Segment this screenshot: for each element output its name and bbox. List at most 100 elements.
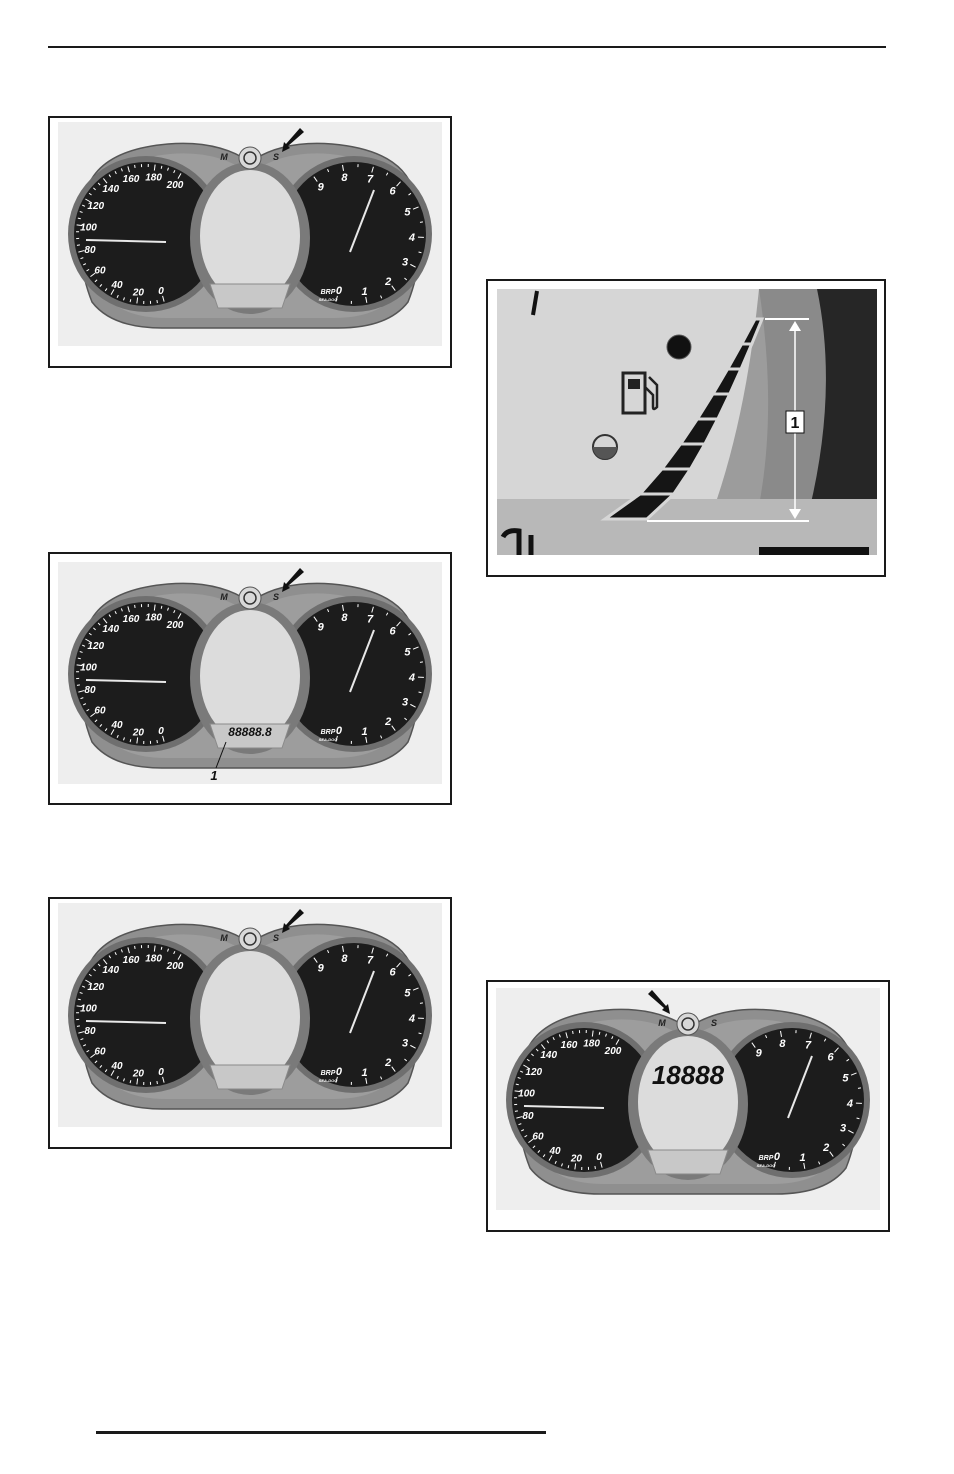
- speed-tick: [515, 1083, 519, 1086]
- speed-tick: [546, 1040, 550, 1044]
- speed-tick: [531, 1053, 534, 1057]
- speed-tick: [79, 211, 83, 213]
- speed-tick: [114, 610, 117, 615]
- speed-tick: [82, 204, 86, 207]
- speed-tick: [167, 948, 169, 952]
- rpm-tick-label: 7: [367, 613, 374, 625]
- speed-tick: [88, 192, 92, 196]
- speed-tick: [173, 951, 176, 955]
- rpm-tick: [342, 945, 344, 952]
- rpm-tick-label: 7: [367, 954, 374, 966]
- speed-tick: [160, 946, 163, 950]
- rpm-tick: [418, 691, 422, 694]
- speed-tick: [93, 627, 96, 631]
- speed-tick: [80, 257, 84, 260]
- speed-tick: [104, 1069, 108, 1073]
- rpm-tick: [823, 1038, 827, 1042]
- speed-tick: [574, 1163, 577, 1170]
- rpm-tick-label: 7: [805, 1039, 812, 1051]
- rpm-tick: [365, 296, 368, 303]
- speed-tick: [77, 998, 81, 1001]
- speed-needle: [85, 239, 167, 243]
- rpm-tick: [410, 263, 416, 268]
- speed-tick: [598, 1031, 601, 1035]
- speed-tick-label: 100: [80, 662, 97, 673]
- speed-tick-label: 0: [158, 726, 164, 737]
- rpm-tick-label: 1: [362, 1067, 368, 1079]
- rpm-tick: [842, 1143, 846, 1147]
- speed-tick: [120, 949, 123, 953]
- mode-button-m: M: [220, 592, 228, 602]
- dimension-arrow-up: [789, 321, 801, 331]
- rpm-tick: [371, 947, 374, 954]
- speed-tick: [552, 1036, 555, 1041]
- speed-tick-label: 20: [570, 1154, 583, 1165]
- speed-tick: [94, 1060, 98, 1064]
- rpm-tick: [846, 1058, 850, 1062]
- rpm-tick-label: 5: [404, 207, 411, 219]
- rpm-tick-label: 3: [840, 1123, 846, 1135]
- set-button-s: S: [711, 1018, 717, 1028]
- rpm-tick: [365, 736, 368, 743]
- speedometer-dial: [74, 943, 218, 1087]
- rpm-tick: [391, 285, 396, 291]
- rpm-tick: [404, 717, 408, 721]
- speed-tick: [162, 295, 165, 302]
- speed-tick: [82, 263, 87, 266]
- speed-tick: [104, 288, 108, 292]
- rpm-tick-label: 4: [846, 1098, 853, 1110]
- rpm-tick-label: 5: [404, 647, 411, 659]
- speed-tick-label: 120: [87, 201, 104, 212]
- rpm-tick-label: 0: [336, 285, 343, 297]
- rpm-tick-label: 2: [384, 1057, 391, 1069]
- speed-tick: [136, 737, 139, 744]
- rpm-tick: [391, 1066, 396, 1072]
- rpm-tick: [408, 192, 412, 196]
- speed-tick: [85, 979, 91, 984]
- rpm-tick-label: 2: [384, 276, 391, 288]
- rpm-tick: [765, 1035, 768, 1039]
- arrow-pointer-icon: [282, 568, 304, 592]
- rpm-tick-label: 2: [384, 716, 391, 728]
- rpm-tick: [385, 953, 389, 957]
- speed-tick: [108, 955, 112, 959]
- speed-tick: [528, 1138, 534, 1144]
- odometer-display: 88888.8: [228, 725, 272, 739]
- speed-tick: [127, 947, 130, 954]
- rpm-needle: [787, 1055, 813, 1119]
- speed-tick: [102, 178, 108, 184]
- rpm-tick: [342, 604, 344, 611]
- speed-tick: [78, 690, 85, 693]
- speed-tick: [97, 963, 101, 967]
- speedometer-dial: [74, 162, 218, 306]
- speed-tick: [99, 724, 103, 727]
- rpm-tick: [404, 1058, 408, 1062]
- rpm-tick: [419, 1002, 424, 1004]
- speed-tick: [523, 1064, 529, 1069]
- set-button-s: S: [273, 933, 279, 943]
- speed-tick-label: 40: [548, 1146, 561, 1157]
- speed-tick: [127, 606, 130, 613]
- speed-tick: [537, 1150, 541, 1153]
- speed-tick: [76, 224, 83, 227]
- rpm-tick: [829, 1151, 834, 1157]
- speed-tick-label: 140: [102, 624, 119, 635]
- rpm-tick-label: 9: [756, 1047, 763, 1059]
- speed-needle: [523, 1105, 605, 1109]
- sea-doo-logo-inner: [243, 932, 257, 946]
- speed-tick-label: 100: [80, 222, 97, 233]
- rpm-tick: [380, 1076, 383, 1080]
- display-lower-panel: [209, 723, 291, 749]
- rpm-tick-label: 6: [389, 967, 396, 979]
- speed-tick: [516, 1116, 523, 1119]
- speed-tick: [558, 1034, 561, 1038]
- speed-tick: [110, 289, 115, 295]
- speed-tick: [116, 734, 119, 738]
- rpm-tick-label: 3: [402, 697, 408, 709]
- speed-tick-label: 60: [94, 705, 106, 716]
- rpm-tick: [396, 181, 401, 187]
- speed-tick-label: 120: [525, 1067, 542, 1078]
- speed-tick-label: 80: [84, 1026, 96, 1037]
